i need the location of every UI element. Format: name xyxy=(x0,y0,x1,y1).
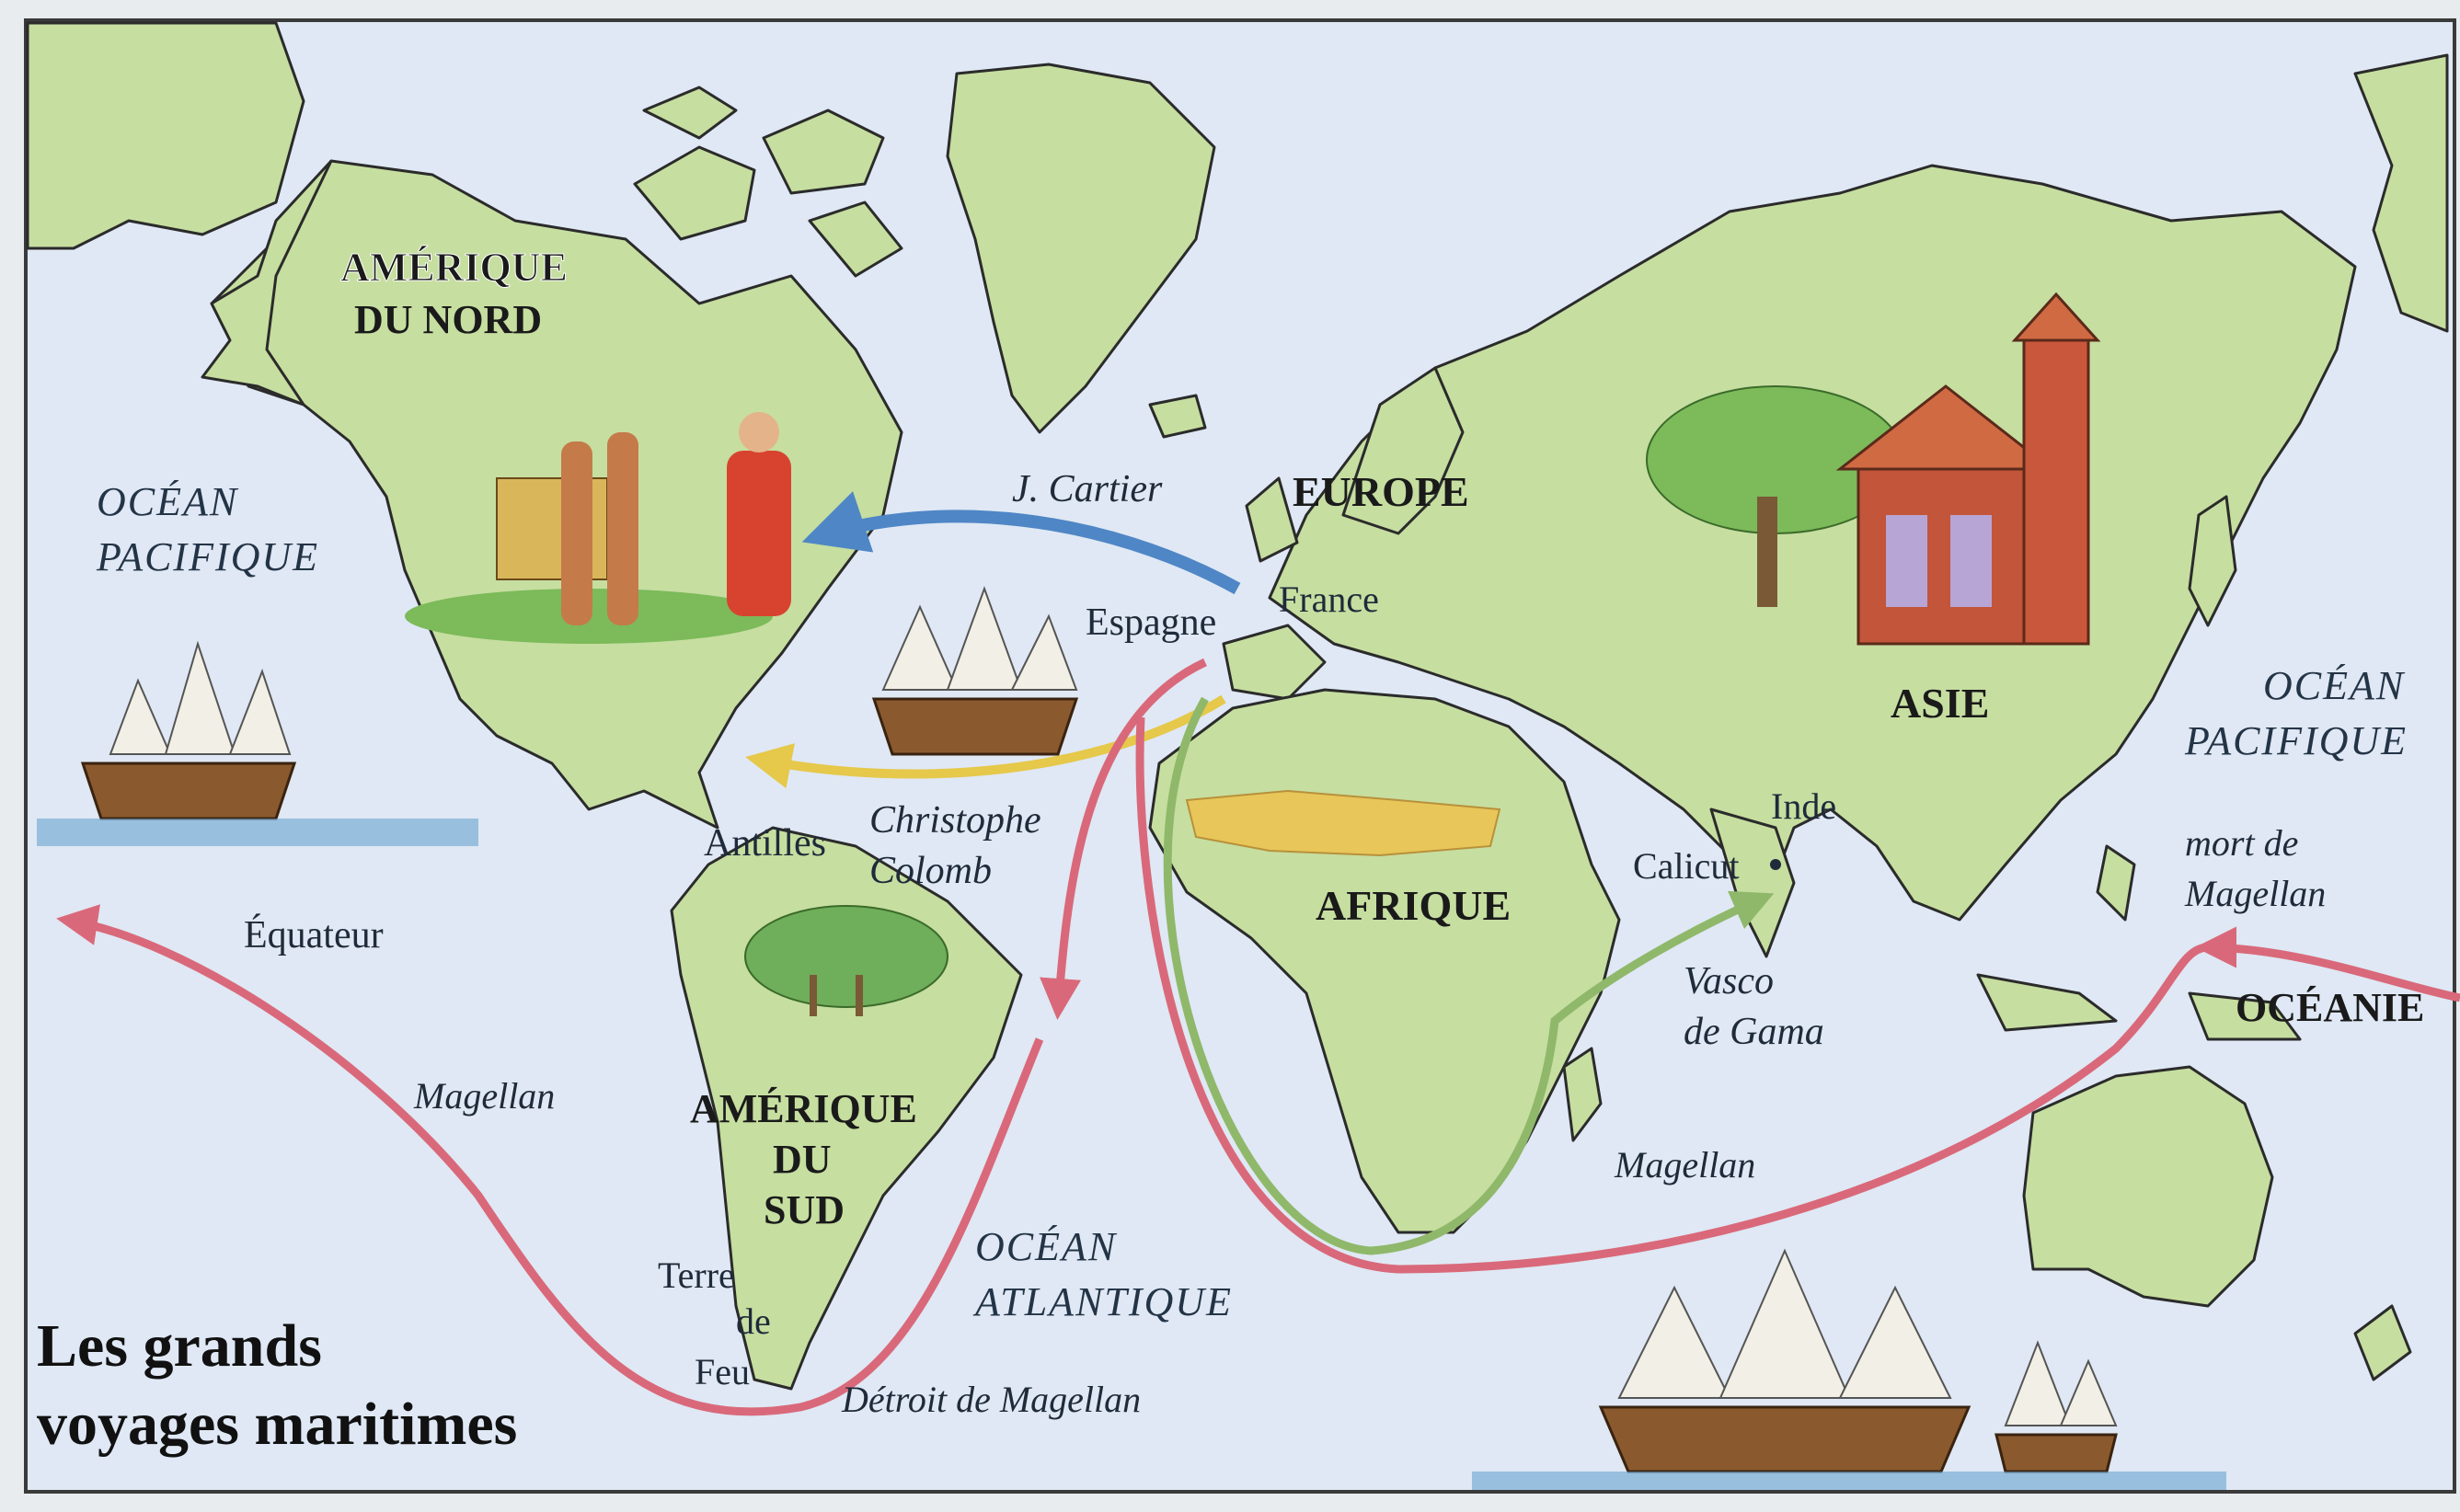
label-oceania: OCÉANIE xyxy=(2236,985,2424,1030)
land-arctic-islands-4 xyxy=(808,200,903,278)
land-madagascar xyxy=(1562,1047,1603,1142)
label-atlantic-1: OCÉAN xyxy=(975,1224,1118,1269)
label-france: France xyxy=(1279,578,1379,620)
label-route-cartier: J. Cartier xyxy=(1012,468,1163,510)
label-detroit-magellan: Détroit de Magellan xyxy=(841,1379,1141,1420)
label-asia: ASIE xyxy=(1891,680,1989,727)
route-magellan-east xyxy=(2195,926,2460,1002)
land-philippines xyxy=(2096,844,2136,922)
land-scandinavia xyxy=(1341,366,1465,535)
label-south-america-1: AMÉRIQUE xyxy=(690,1086,917,1131)
label-inde: Inde xyxy=(1771,785,1836,827)
land-australia xyxy=(2022,1065,2274,1308)
route-magellan-atlantic xyxy=(1040,658,1207,1020)
land-alaska xyxy=(201,159,333,407)
label-south-america-2: DU xyxy=(773,1137,832,1182)
label-pacific-east-1: OCÉAN xyxy=(2263,663,2406,708)
pagoda-illustration xyxy=(1835,292,2101,646)
route-colomb xyxy=(745,694,1226,789)
land-east-alaska xyxy=(2353,53,2449,333)
ship-atlantic xyxy=(871,586,1079,756)
label-mort-magellan-1: mort de xyxy=(2185,822,2298,864)
label-south-america-3: SUD xyxy=(764,1187,845,1232)
ship-pacific xyxy=(37,640,478,846)
land-britain xyxy=(1245,476,1299,563)
forest-south-america xyxy=(744,905,948,1016)
land-arctic-islands-3 xyxy=(642,86,738,140)
desert-band xyxy=(1185,789,1501,857)
land-iceland xyxy=(1148,394,1207,439)
label-mort-magellan-2: Magellan xyxy=(2184,873,2326,914)
label-terre-de-feu-3: Feu xyxy=(695,1351,750,1392)
label-terre-de-feu-2: de xyxy=(736,1300,771,1342)
label-espagne: Espagne xyxy=(1086,601,1216,644)
route-magellan-south xyxy=(56,904,1044,1416)
label-route-gama-2: de Gama xyxy=(1684,1011,1824,1053)
land-chukotka xyxy=(26,21,305,250)
land-arctic-islands-1 xyxy=(633,145,756,241)
label-equateur: Équateur xyxy=(244,913,384,956)
label-pacific-west-1: OCÉAN xyxy=(97,479,239,524)
label-route-colomb-1: Christophe xyxy=(869,799,1041,842)
route-magellan-return xyxy=(1135,716,2209,1274)
label-terre-de-feu-1: Terre xyxy=(658,1254,735,1296)
label-route-colomb-2: Colomb xyxy=(869,850,992,892)
label-atlantic-2: ATLANTIQUE xyxy=(972,1279,1233,1324)
label-north-america-1: AMÉRIQUE xyxy=(340,245,568,290)
tree-asia xyxy=(1646,385,1905,607)
land-japan xyxy=(2188,495,2237,627)
label-route-gama-1: Vasco xyxy=(1684,960,1774,1002)
label-route-magellan-indian: Magellan xyxy=(1614,1144,1755,1186)
route-cartier xyxy=(801,491,1241,595)
map-title-line1: Les grands xyxy=(37,1312,322,1380)
label-europe: EUROPE xyxy=(1293,468,1469,515)
land-arctic-islands-2 xyxy=(762,109,885,195)
label-pacific-east-2: PACIFIQUE xyxy=(2184,718,2408,763)
label-route-magellan-pacific: Magellan xyxy=(413,1075,555,1117)
north-america-scene xyxy=(405,412,791,644)
label-calicut: Calicut xyxy=(1633,845,1740,887)
land-iberia xyxy=(1222,624,1327,701)
ship-indian-large xyxy=(1472,1248,2226,1490)
land-new-zealand xyxy=(2353,1304,2412,1381)
label-pacific-west-2: PACIFIQUE xyxy=(96,534,319,579)
land-indonesia xyxy=(1976,973,2118,1032)
label-antilles: Antilles xyxy=(704,822,826,865)
route-gama xyxy=(1163,696,1775,1255)
land-new-guinea xyxy=(2188,991,2302,1041)
calicut-dot xyxy=(1770,859,1781,870)
map-title-line2: voyages maritimes xyxy=(37,1391,517,1458)
label-north-america-2: DU NORD xyxy=(354,297,542,342)
label-africa: AFRIQUE xyxy=(1316,882,1511,929)
land-greenland xyxy=(946,63,1216,434)
